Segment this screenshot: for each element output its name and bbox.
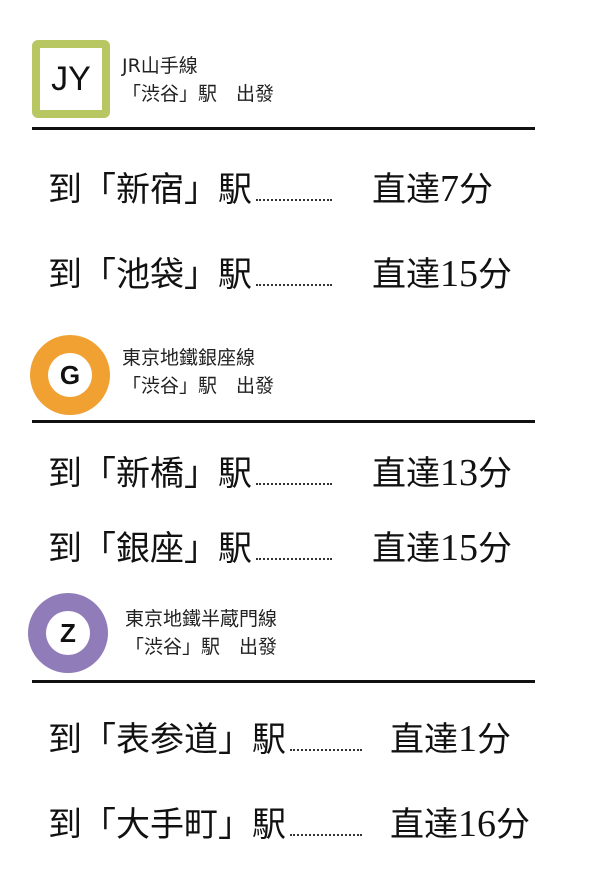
leader-dots [290, 749, 362, 751]
destination: 到「銀座」駅 [48, 529, 252, 569]
travel-time: 直達1分 [390, 718, 511, 760]
ginza-line-badge: G [30, 335, 110, 415]
line-code: Z [46, 611, 90, 655]
route-row: 到「銀座」駅 直達15分 [48, 521, 512, 570]
leader-dots [256, 558, 332, 560]
line-name: JR山手線 [122, 55, 198, 77]
divider [32, 680, 535, 683]
route-row: 到「新橋」駅 直達13分 [48, 446, 512, 495]
line-header: 東京地鐵銀座線 「渋谷」駅 出發 [122, 344, 274, 400]
line-name: 東京地鐵銀座線 [122, 347, 256, 369]
origin-station: 「渋谷」駅 出發 [122, 375, 275, 397]
travel-time: 直達16分 [390, 803, 530, 845]
divider [32, 420, 535, 423]
travel-time: 直達15分 [372, 253, 512, 295]
leader-dots [256, 483, 332, 485]
line-code: JY [51, 59, 91, 98]
line-code: G [48, 353, 92, 397]
hanzomon-line-badge: Z [28, 593, 108, 673]
route-row: 到「池袋」駅 直達15分 [48, 247, 512, 296]
travel-time: 直達13分 [372, 452, 512, 494]
line-name: 東京地鐵半蔵門線 [125, 608, 278, 630]
leader-dots [256, 199, 332, 201]
destination: 到「表参道」駅 [48, 720, 286, 760]
destination: 到「大手町」駅 [48, 805, 286, 845]
destination: 到「新宿」駅 [48, 170, 252, 210]
travel-time: 直達7分 [372, 168, 493, 210]
line-header: 東京地鐵半蔵門線 「渋谷」駅 出發 [125, 605, 277, 661]
destination: 到「新橋」駅 [48, 454, 252, 494]
divider [32, 127, 535, 130]
jy-line-badge: JY [32, 40, 110, 118]
leader-dots [256, 284, 332, 286]
route-row: 到「表参道」駅 直達1分 [48, 712, 511, 761]
destination: 到「池袋」駅 [48, 255, 252, 295]
origin-station: 「渋谷」駅 出發 [125, 636, 278, 658]
route-row: 到「大手町」駅 直達16分 [48, 797, 530, 846]
origin-station: 「渋谷」駅 出發 [122, 83, 275, 105]
route-row: 到「新宿」駅 直達7分 [48, 162, 493, 211]
travel-time: 直達15分 [372, 527, 512, 569]
leader-dots [290, 834, 362, 836]
line-header: JR山手線 「渋谷」駅 出發 [122, 52, 274, 108]
